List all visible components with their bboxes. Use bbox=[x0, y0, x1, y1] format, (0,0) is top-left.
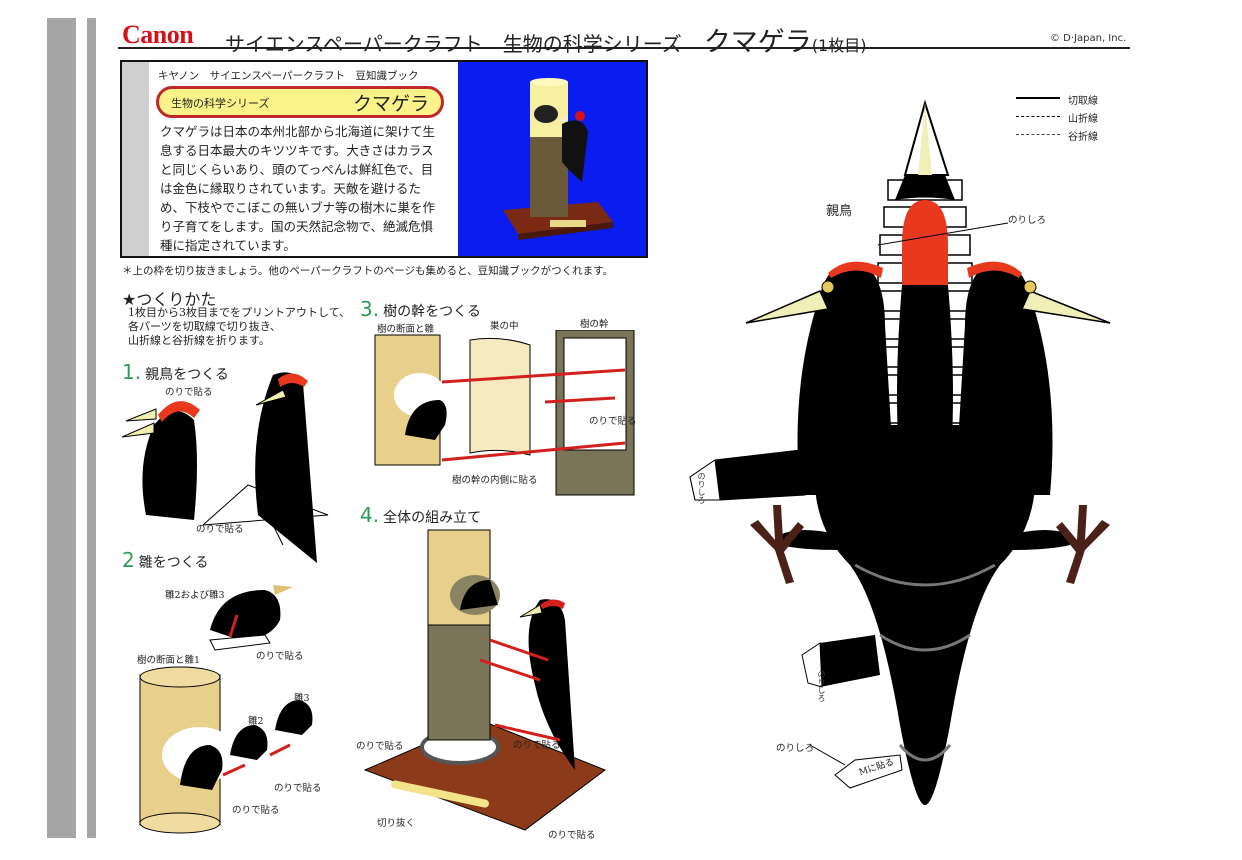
step-title: 樹の幹をつくる bbox=[383, 304, 481, 320]
step-4-heading: 4.全体の組み立て bbox=[360, 503, 481, 527]
glue-label: のりで貼る bbox=[165, 387, 213, 398]
chick-label: 雛3 bbox=[294, 693, 310, 704]
info-body: クマゲラは日本の本州北部から北海道に架けて生息する日本最大のキツツキです。大きさ… bbox=[160, 124, 436, 253]
binding-bar-thin bbox=[87, 18, 96, 838]
cutout-note: ＊上の枠を切り抜きましょう。他のペーパークラフトのページも集めると、豆知識ブック… bbox=[122, 265, 614, 277]
glue-label: のりで貼る bbox=[356, 741, 404, 752]
howto-heading: ★つくりかた bbox=[122, 290, 217, 309]
info-card: キヤノン サイエンスペーパークラフト 豆知識ブック 生物の科学シリーズ クマゲラ… bbox=[120, 60, 648, 258]
cutout-label: 切り抜く bbox=[377, 818, 416, 829]
pattern-title: 親鳥 bbox=[826, 204, 853, 219]
subject-title: クマゲラ bbox=[703, 27, 812, 58]
glue-label: のりで貼る bbox=[513, 740, 561, 751]
canon-logo: Canon bbox=[122, 20, 194, 49]
step-2-illustration bbox=[139, 585, 313, 834]
glue-label: のりで貼る bbox=[589, 416, 637, 427]
model-photo-image bbox=[503, 78, 613, 240]
step-number: 4. bbox=[360, 503, 380, 527]
chick-label: 雛2 bbox=[248, 716, 264, 727]
trunk-label: 樹の幹 bbox=[580, 319, 609, 330]
glue-label: のりで貼る bbox=[196, 524, 244, 535]
step-number: 1. bbox=[122, 360, 142, 384]
binding-bar bbox=[47, 18, 76, 838]
glue-tab-label: のりしろ bbox=[697, 472, 706, 504]
glue-label: のりで貼る bbox=[256, 651, 304, 662]
info-kicker: キヤノン サイエンスペーパークラフト 豆知識ブック bbox=[158, 70, 419, 82]
step-title: 雛をつくる bbox=[138, 555, 209, 571]
glue-label: のりで貼る bbox=[274, 783, 322, 794]
series-title: サイエンスペーパークラフト 生物の科学シリーズ bbox=[225, 32, 682, 56]
copyright: © D·Japan, Inc. bbox=[1050, 33, 1127, 44]
glue-inside-label: 樹の幹の内側に貼る bbox=[452, 475, 538, 486]
page-title: サイエンスペーパークラフト 生物の科学シリーズクマゲラ(1枚目) bbox=[225, 20, 866, 59]
howto-text: 1枚目から3枚目までをプリントアウトして、 各パーツを切取線で切り抜き、 山折線… bbox=[128, 306, 350, 348]
step-3-illustration bbox=[374, 330, 635, 496]
howto-line: 各パーツを切取線で切り抜き、 bbox=[128, 320, 282, 333]
step-1-heading: 1.親鳥をつくる bbox=[122, 360, 229, 384]
nest-label: 巣の中 bbox=[490, 321, 519, 332]
howto-line: 1枚目から3枚目までをプリントアウトして、 bbox=[128, 306, 351, 319]
step-number: 3. bbox=[360, 297, 380, 321]
info-name: クマゲラ bbox=[352, 93, 429, 115]
info-card-strip bbox=[122, 62, 149, 256]
header-rule bbox=[118, 47, 1130, 49]
step-3-heading: 3.樹の幹をつくる bbox=[360, 297, 481, 321]
step-1-illustration bbox=[121, 372, 329, 563]
legend-label: 谷折線 bbox=[1068, 132, 1098, 143]
legend-label: 切取線 bbox=[1068, 96, 1098, 107]
glue-label: のりで貼る bbox=[548, 830, 596, 841]
section-label: 樹の断面と雛1 bbox=[137, 655, 201, 666]
glue-tab-label: のりしろ bbox=[776, 743, 815, 754]
info-title-pill: 生物の科学シリーズ クマゲラ bbox=[156, 86, 444, 118]
step-4-illustration bbox=[363, 529, 607, 831]
sheet-number: (1枚目) bbox=[811, 36, 867, 55]
info-series: 生物の科学シリーズ bbox=[171, 97, 270, 110]
step-title: 全体の組み立て bbox=[383, 510, 482, 526]
chick-label: 雛2および雛3 bbox=[165, 590, 225, 601]
howto-line: 山折線と谷折線を折ります。 bbox=[128, 334, 270, 347]
glue-label: のりで貼る bbox=[232, 805, 280, 816]
model-photo bbox=[458, 62, 646, 256]
step-title: 親鳥をつくる bbox=[145, 367, 229, 383]
parent-bird-pattern bbox=[689, 99, 1111, 805]
glue-tab-label: のりしろ bbox=[1008, 215, 1047, 226]
step-number: 2 bbox=[122, 548, 135, 572]
glue-tab-label: のりしろ bbox=[817, 670, 826, 702]
section-label: 樹の断面と雛 bbox=[377, 324, 435, 335]
legend-label: 山折線 bbox=[1068, 114, 1098, 125]
